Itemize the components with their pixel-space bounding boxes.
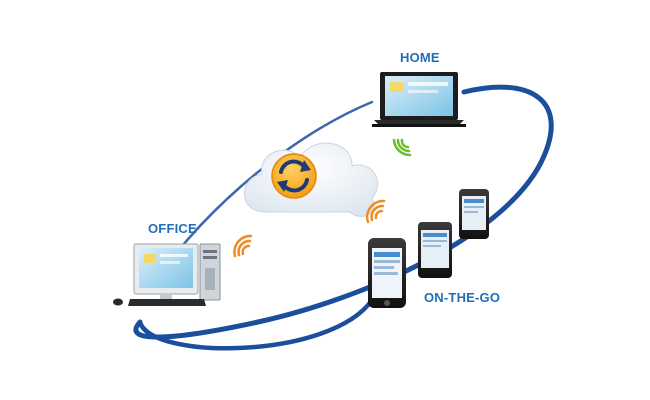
laptop-icon (372, 72, 466, 127)
smartphone-icon (368, 189, 489, 308)
wifi-signal-icon (233, 138, 412, 258)
sync-ring-lower (137, 297, 375, 351)
office-label: OFFICE (148, 221, 197, 236)
sync-icon (271, 153, 317, 199)
on-the-go-label: ON-THE-GO (424, 290, 501, 305)
home-label: HOME (400, 50, 440, 65)
desktop-computer-icon (113, 243, 221, 306)
